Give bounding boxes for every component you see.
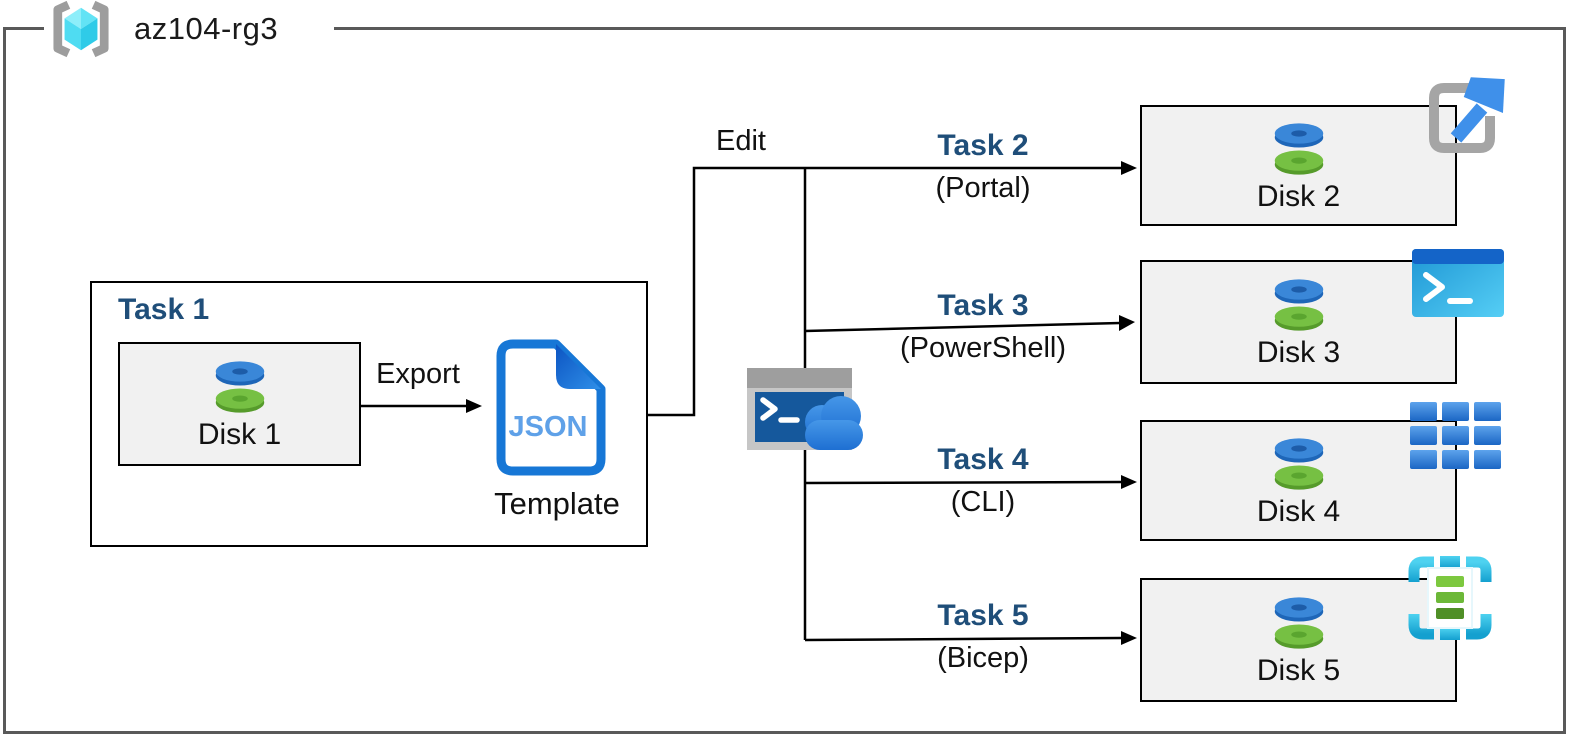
- managed-disk-icon: [215, 361, 264, 413]
- managed-disk-icon: [1274, 279, 1323, 331]
- managed-disk-icon: [1274, 597, 1323, 649]
- cloud-shell-icon: [747, 368, 863, 450]
- edit-label: Edit: [716, 125, 766, 157]
- task2-method: (Portal): [935, 172, 1031, 204]
- task2-title: Task 2: [937, 129, 1029, 162]
- task3-title: Task 3: [937, 289, 1029, 322]
- disk4-label: Disk 4: [1256, 494, 1341, 528]
- task2-label-group: Task 2 (Portal): [878, 129, 1088, 205]
- export-label: Export: [376, 358, 460, 390]
- json-template-icon: JSON: [496, 339, 606, 476]
- powershell-icon: [1412, 249, 1504, 317]
- task3-method: (PowerShell): [900, 332, 1066, 364]
- task5-title: Task 5: [937, 599, 1029, 632]
- json-badge-text: JSON: [509, 411, 588, 443]
- disk5-box: Disk 5: [1140, 578, 1457, 702]
- task1-title: Task 1: [118, 293, 210, 326]
- disk3-label: Disk 3: [1256, 336, 1341, 369]
- disk1-box: Disk 1: [118, 342, 361, 466]
- bicep-icon: [1408, 556, 1492, 640]
- task5-label-group: Task 5 (Bicep): [878, 599, 1088, 675]
- cli-icon: [1410, 402, 1501, 469]
- disk1-label: Disk 1: [197, 418, 282, 451]
- disk3-box: Disk 3: [1140, 260, 1457, 384]
- disk2-box: Disk 2: [1140, 105, 1457, 226]
- task4-label-group: Task 4 (CLI): [878, 443, 1088, 519]
- task4-title: Task 4: [937, 443, 1029, 476]
- resource-group-boundary: [3, 27, 1566, 734]
- managed-disk-icon: [1274, 437, 1323, 490]
- task4-method: (CLI): [950, 486, 1016, 518]
- template-label: Template: [494, 486, 620, 521]
- disk4-box: Disk 4: [1140, 420, 1457, 541]
- disk5-label: Disk 5: [1256, 654, 1341, 687]
- task3-label-group: Task 3 (PowerShell): [878, 289, 1088, 365]
- managed-disk-icon: [1274, 122, 1323, 175]
- resource-group-header: az104-rg3: [44, 0, 334, 58]
- resource-group-name: az104-rg3: [134, 11, 279, 46]
- resource-group-icon: [53, 0, 109, 58]
- disk2-label: Disk 2: [1256, 179, 1341, 213]
- task5-method: (Bicep): [937, 642, 1029, 674]
- azure-portal-icon: [1429, 77, 1505, 153]
